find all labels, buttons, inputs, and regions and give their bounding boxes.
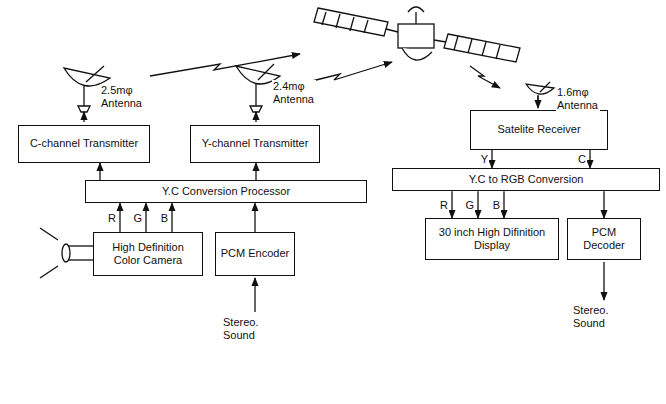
antenna-label: 1.6mφ Antenna <box>556 86 600 111</box>
box-label: 30 inch High Difinition Display <box>426 224 558 254</box>
signal-label: Stereo. Sound <box>222 316 294 341</box>
signal-arrow <box>589 150 590 168</box>
box-label: Satelite Receiver <box>493 121 584 138</box>
antenna-label: 2.4mφ Antenna <box>272 80 316 105</box>
signal-arrow <box>451 191 452 218</box>
decoder-box: PCM Decoder <box>567 218 641 260</box>
box-label: Y-channel Transmitter <box>198 135 313 152</box>
signal-name: B <box>160 212 169 224</box>
signal-name: R <box>107 212 117 224</box>
signal-name: B <box>492 199 501 211</box>
signal-arrow <box>477 191 478 218</box>
signal-arrow <box>99 163 100 180</box>
box-label: PCM Decoder <box>568 224 640 254</box>
satellite <box>314 7 520 62</box>
processor-box: Y.C Conversion Processor <box>85 180 367 203</box>
box-label: Y.C to RGB Conversion <box>465 171 588 188</box>
transmitter-box: Y-channel Transmitter <box>190 125 320 163</box>
box-label: Y.C Conversion Processor <box>158 183 294 200</box>
signal-arrow <box>145 203 146 232</box>
signal-name: Y <box>480 153 489 165</box>
display-box: 30 inch High Difinition Display <box>425 218 559 260</box>
antenna-label: 2.5mφ Antenna <box>100 84 144 109</box>
transmitter-box: C-channel Transmitter <box>18 125 150 163</box>
box-label: PCM Encoder <box>217 245 293 262</box>
signal-name: R <box>439 199 449 211</box>
box-label: High Definition Color Camera <box>94 239 202 269</box>
signal-arrow <box>603 191 604 218</box>
camera-lens <box>40 228 96 278</box>
signal-arrow <box>254 203 255 232</box>
signal-name: G <box>132 212 143 224</box>
signal-arrow <box>255 163 256 180</box>
signal-arrow <box>171 203 172 232</box>
signal-arrow <box>119 203 120 232</box>
signal-label: Stereo. Sound <box>572 304 644 329</box>
signal-arrow <box>503 191 504 218</box>
signal-name: C <box>577 153 587 165</box>
signal-name: G <box>464 199 475 211</box>
camera-box: High Definition Color Camera <box>93 232 203 276</box>
dish-antenna <box>526 82 554 108</box>
receiver-box: Satelite Receiver <box>470 110 608 150</box>
signal-arrow <box>491 150 492 168</box>
conversion-box: Y.C to RGB Conversion <box>392 168 660 191</box>
encoder-box: PCM Encoder <box>215 232 295 276</box>
box-label: C-channel Transmitter <box>26 135 142 152</box>
